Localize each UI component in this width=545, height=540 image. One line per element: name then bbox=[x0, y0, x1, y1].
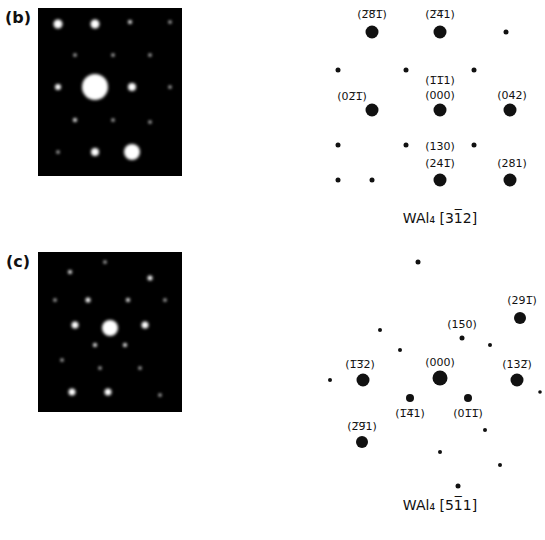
reflection-index: (000) bbox=[425, 89, 455, 102]
panel-letter: (c) bbox=[6, 253, 30, 271]
reflection-index: (01̅1̅) bbox=[453, 407, 483, 420]
reflection-index: (241̅) bbox=[425, 157, 455, 170]
reflection-index: (130) bbox=[425, 140, 455, 153]
reflection-index: (02̅1̅) bbox=[337, 90, 367, 103]
reflection-index: (1̅1̅1) bbox=[425, 74, 455, 87]
reflection-index: (281) bbox=[497, 157, 527, 170]
diffraction-photo bbox=[38, 8, 182, 176]
reflection-index: (1̅3̅2) bbox=[345, 358, 375, 371]
panel-letter: (b) bbox=[5, 9, 31, 27]
reflection-index: (291̅) bbox=[507, 294, 537, 307]
zone-axis-label: WAl₄ [31̅2] bbox=[403, 210, 477, 226]
reflection-index: (042) bbox=[497, 89, 527, 102]
reflection-index: (000) bbox=[425, 356, 455, 369]
reflection-index: (132̅) bbox=[502, 358, 532, 371]
reflection-index: (2̅4̅1) bbox=[425, 8, 455, 21]
diffraction-photo bbox=[38, 252, 182, 412]
reflection-index: (1̅4̅1) bbox=[395, 407, 425, 420]
indexed-pattern bbox=[336, 26, 517, 187]
reflection-index: (150) bbox=[447, 318, 477, 331]
reflection-index: (2̅8̅1̅) bbox=[357, 8, 387, 21]
indexed-pattern bbox=[328, 260, 542, 489]
reflection-index: (2̅9̅1) bbox=[347, 420, 377, 433]
zone-axis-label: WAl₄ [51̅1] bbox=[403, 497, 477, 513]
